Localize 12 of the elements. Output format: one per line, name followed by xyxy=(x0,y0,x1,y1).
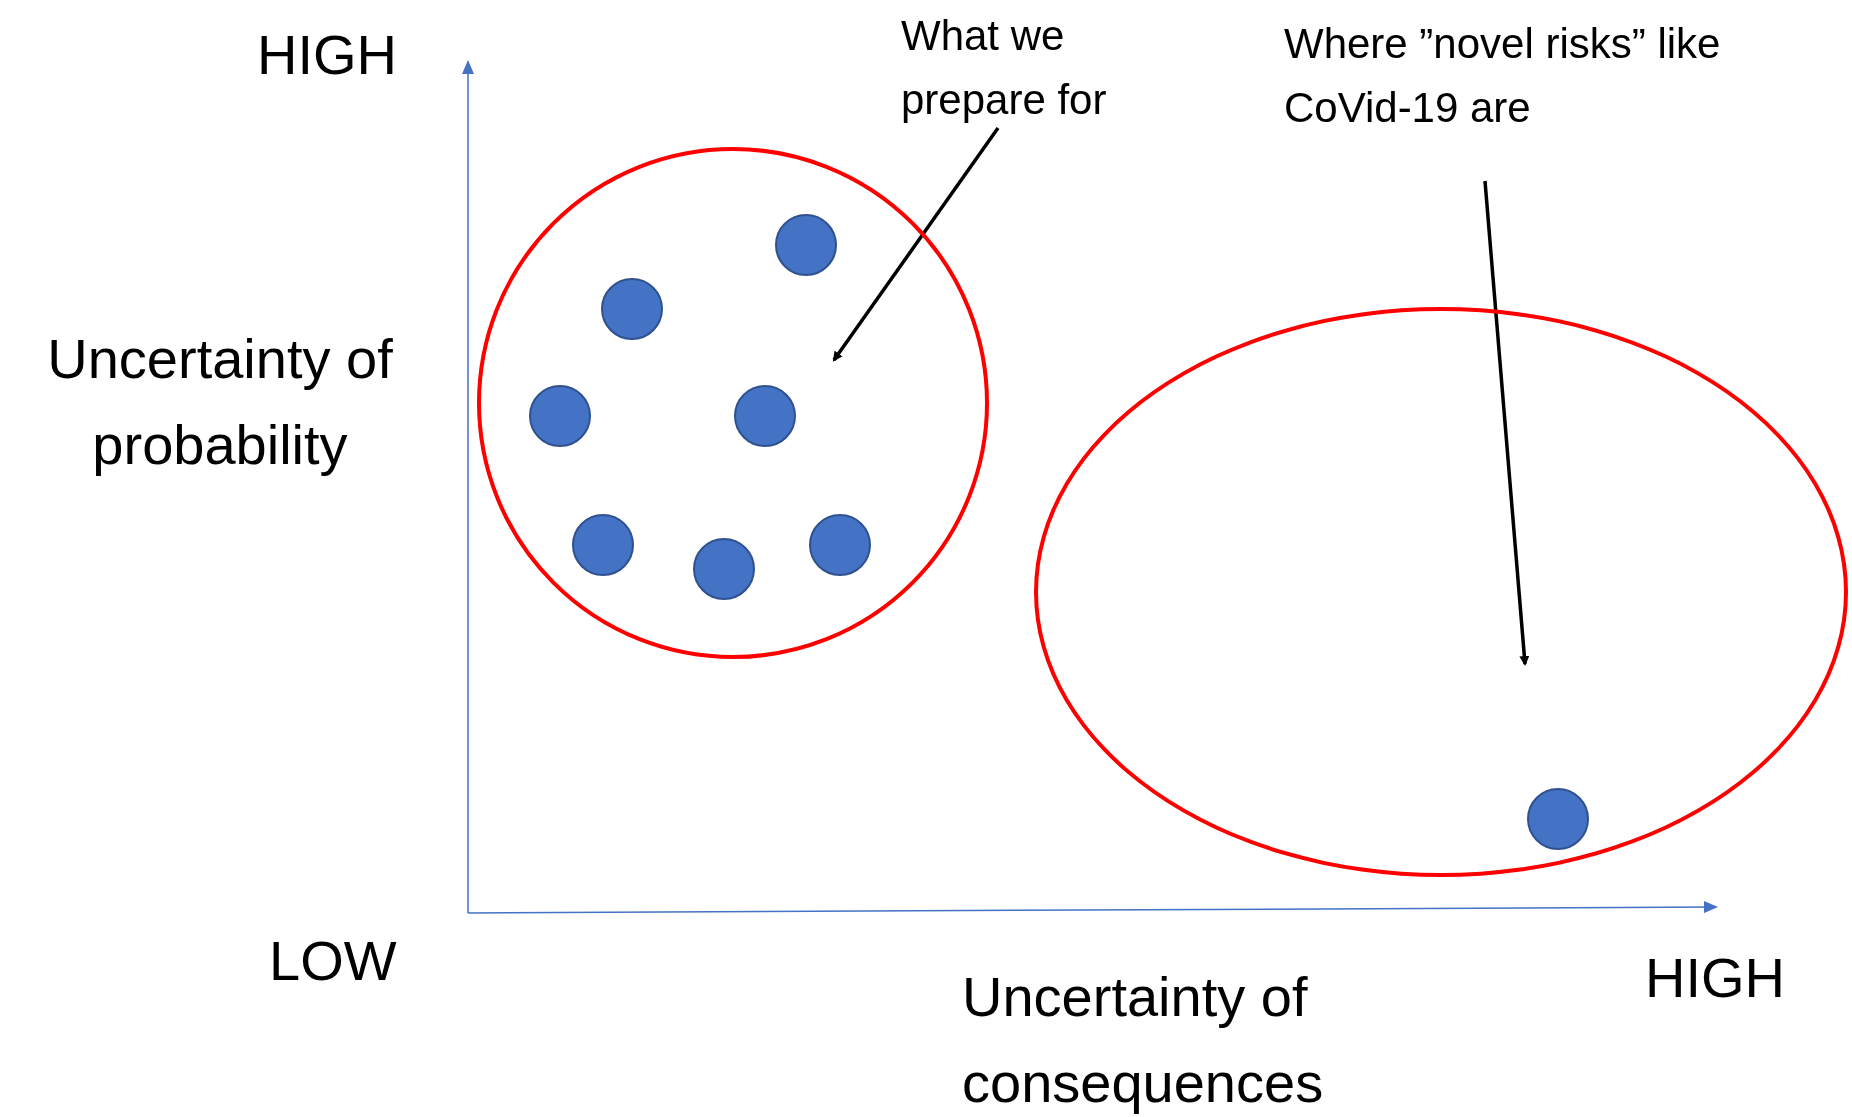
axis-label: Uncertainty of probability xyxy=(46,326,394,478)
axis-label: HIGH xyxy=(257,22,398,88)
leader-arrow xyxy=(1483,180,1530,666)
risk-dot xyxy=(775,214,837,276)
annotation-text: What we prepare for xyxy=(901,4,1181,134)
axis-label: LOW xyxy=(269,928,398,994)
axis-label: Uncertainty of consequences xyxy=(962,964,1325,1116)
axis-label: HIGH xyxy=(1645,945,1786,1011)
annotation-text: Where ”novel risks” like CoVid-19 are xyxy=(1284,12,1824,184)
ellipse-region xyxy=(1034,307,1848,877)
circle-region xyxy=(477,147,989,659)
leader-arrow xyxy=(832,127,1000,362)
